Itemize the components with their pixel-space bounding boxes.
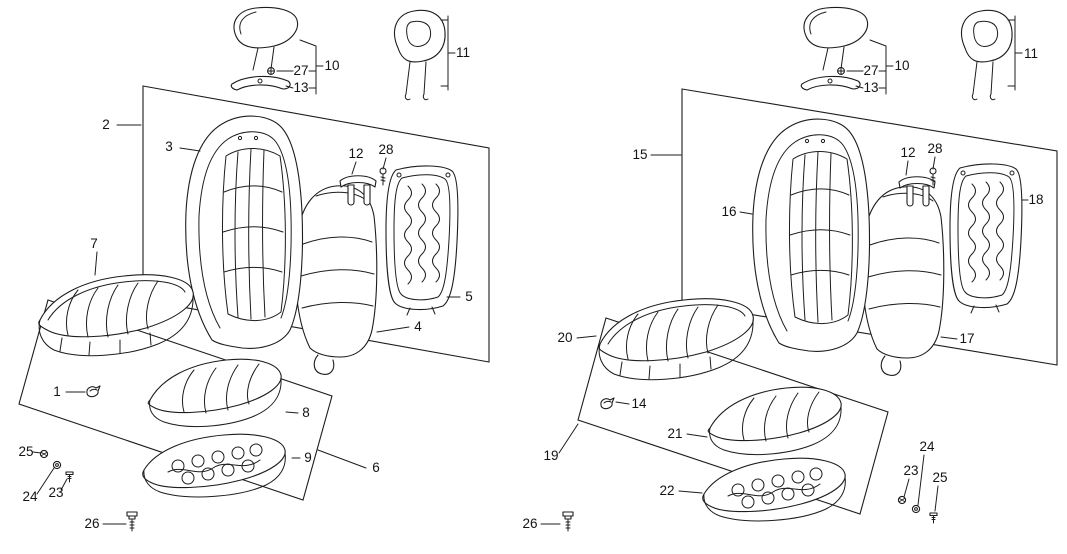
callout-9: 9: [304, 450, 312, 465]
callout-13-left: 13: [293, 80, 308, 95]
headrest-clip-right: [837, 67, 845, 75]
callout-10-right: 10: [894, 58, 909, 73]
callout-1: 1: [53, 384, 61, 399]
headrest-latch-right: [800, 75, 861, 91]
seat-cushion-pad-left: [147, 358, 282, 428]
fastener-25-left: [39, 449, 49, 459]
callout-20: 20: [557, 330, 572, 345]
callout-15: 15: [632, 147, 647, 162]
callout-14: 14: [631, 396, 647, 411]
seat-back-cover-left: [185, 115, 304, 349]
callout-24-left: 24: [22, 489, 38, 504]
headrest-left: [233, 6, 299, 71]
mount-bolt-left: [126, 511, 138, 532]
callout-2: 2: [102, 117, 110, 132]
callout-19: 19: [543, 448, 558, 463]
callout-24-right: 24: [919, 439, 935, 454]
guide-screw-left: [379, 167, 387, 186]
callout-12-right: 12: [900, 145, 915, 160]
callout-11-right: 11: [1024, 46, 1038, 61]
callout-12-left: 12: [348, 146, 363, 161]
cushion-clip-right: [600, 397, 615, 410]
callout-8: 8: [302, 405, 310, 420]
seat-back-cover-right: [752, 118, 871, 352]
callout-27-left: 27: [293, 63, 308, 78]
seat-back-frame-left: [385, 165, 459, 316]
leader-lines-right: [540, 15, 1029, 525]
seat-cushion-cover-left: [38, 274, 194, 357]
fastener-24-left: [52, 460, 62, 470]
cushion-clip-left: [86, 385, 101, 398]
alt-headrest-right: [960, 9, 1013, 101]
callout-16: 16: [721, 204, 736, 219]
fastener-23-left: [65, 471, 74, 483]
alt-headrest-left: [393, 9, 446, 101]
callout-3: 3: [165, 139, 173, 154]
callout-5: 5: [465, 289, 473, 304]
callout-28-left: 28: [378, 142, 393, 157]
callout-28-right: 28: [927, 141, 942, 156]
callout-6: 6: [372, 460, 380, 475]
fastener-23-right: [897, 495, 907, 505]
callout-11-left: 11: [456, 45, 470, 60]
callout-21: 21: [667, 426, 682, 441]
group-box-seat-back-right: [681, 88, 1058, 366]
seat-cushion-pad-right: [707, 386, 842, 456]
front-seat-assembly-left: 2 3 27 13 10 11 12 28 5 4 7 1 8 9 6 25 2…: [18, 6, 490, 532]
headrest-right: [803, 6, 869, 71]
callout-25-left: 25: [18, 444, 33, 459]
callout-13-right: 13: [863, 80, 878, 95]
callout-27-right: 27: [863, 63, 878, 78]
callout-26-left: 26: [84, 516, 99, 531]
seat-cushion-frame-left: [142, 433, 286, 498]
seat-cushion-cover-right: [598, 298, 754, 381]
callout-26-right: 26: [522, 516, 537, 531]
mount-bolt-right: [562, 511, 574, 532]
callout-17: 17: [959, 331, 974, 346]
group-box-seat-back-left: [142, 85, 490, 363]
callout-7: 7: [90, 236, 98, 251]
callout-23-right: 23: [903, 463, 918, 478]
fastener-25-right: [929, 512, 938, 524]
seat-back-pad-right: [861, 186, 945, 376]
callout-25-right: 25: [932, 470, 947, 485]
callout-22: 22: [659, 483, 674, 498]
headrest-latch-left: [230, 75, 291, 91]
leader-lines-left: [32, 15, 461, 525]
callout-18: 18: [1028, 192, 1043, 207]
group-box-seat-cushion-right: [577, 317, 889, 515]
seat-back-pad-left: [294, 185, 378, 375]
seat-back-frame-right: [949, 163, 1023, 314]
headrest-clip-left: [267, 67, 275, 75]
callout-4: 4: [414, 319, 422, 334]
callout-23-left: 23: [48, 485, 63, 500]
seat-cushion-frame-right: [702, 457, 846, 522]
callout-10-left: 10: [324, 58, 339, 73]
fastener-24-right: [911, 504, 921, 514]
front-seat-assembly-right: 15 16 27 13 10 11 12 28 18 17 20 14 21 1…: [522, 6, 1058, 532]
